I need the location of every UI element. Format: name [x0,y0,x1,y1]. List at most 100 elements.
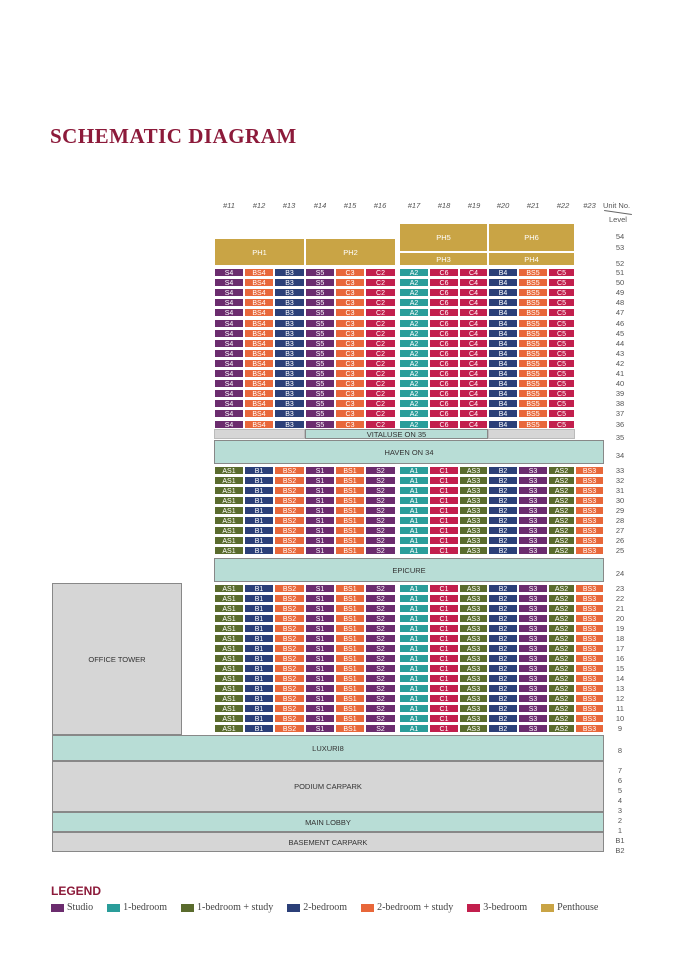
unit-cell[interactable]: C5 [548,338,575,348]
unit-cell[interactable]: C4 [459,369,488,378]
unit-cell[interactable]: B2 [488,584,518,593]
unit-cell[interactable]: S4 [214,348,244,358]
unit-cell[interactable]: BS1 [335,704,365,713]
unit-cell[interactable]: B1 [244,624,274,633]
unit-cell[interactable]: C6 [429,358,459,368]
unit-cell[interactable]: BS2 [274,476,305,485]
unit-cell[interactable]: S1 [305,506,335,515]
unit-cell[interactable]: A1 [399,674,429,683]
unit-cell[interactable]: C6 [429,419,459,429]
unit-cell[interactable]: B3 [274,268,305,277]
unit-cell[interactable]: C1 [429,714,459,723]
unit-cell[interactable]: S1 [305,684,335,693]
unit-cell[interactable]: BS3 [575,644,604,653]
unit-cell[interactable]: S2 [365,466,396,475]
unit-cell[interactable]: S1 [305,634,335,643]
unit-cell[interactable]: BS1 [335,536,365,545]
unit-cell[interactable]: A2 [399,318,429,328]
podium-carpark[interactable]: PODIUM CARPARK [52,761,604,812]
unit-cell[interactable]: S3 [518,694,548,703]
unit-cell[interactable]: S2 [365,614,396,623]
unit-cell[interactable]: S2 [365,624,396,633]
unit-cell[interactable]: BS1 [335,604,365,613]
unit-cell[interactable]: B2 [488,624,518,633]
unit-cell[interactable]: B2 [488,536,518,545]
unit-cell[interactable]: BS5 [518,369,548,378]
unit-cell[interactable]: C6 [429,389,459,399]
unit-cell[interactable]: B1 [244,584,274,593]
unit-cell[interactable]: A1 [399,614,429,623]
unit-cell[interactable]: S4 [214,318,244,328]
unit-cell[interactable]: BS3 [575,506,604,515]
unit-cell[interactable]: B3 [274,318,305,328]
unit-cell[interactable]: C5 [548,399,575,409]
unit-cell[interactable]: S2 [365,506,396,515]
unit-cell[interactable]: BS3 [575,724,604,733]
unit-cell[interactable]: C2 [365,338,396,348]
unit-cell[interactable]: BS3 [575,614,604,623]
unit-cell[interactable]: C4 [459,268,488,277]
unit-cell[interactable]: A1 [399,724,429,733]
unit-cell[interactable]: C1 [429,476,459,485]
unit-cell[interactable]: AS3 [459,486,488,495]
unit-cell[interactable]: A1 [399,516,429,525]
unit-cell[interactable]: AS2 [548,644,575,653]
unit-cell[interactable]: C2 [365,389,396,399]
unit-cell[interactable]: BS4 [244,298,274,308]
unit-cell[interactable]: C2 [365,288,396,298]
unit-cell[interactable]: S2 [365,684,396,693]
unit-cell[interactable]: AS1 [214,654,244,663]
unit-cell[interactable]: S5 [305,379,335,389]
unit-cell[interactable]: S5 [305,399,335,409]
unit-cell[interactable]: AS2 [548,604,575,613]
unit-cell[interactable]: C1 [429,654,459,663]
unit-cell[interactable]: C5 [548,409,575,419]
penthouse-ph5[interactable]: PH5 [399,223,488,252]
unit-cell[interactable]: BS2 [274,516,305,525]
unit-cell[interactable]: BS5 [518,338,548,348]
unit-cell[interactable]: BS3 [575,496,604,505]
unit-cell[interactable]: BS3 [575,674,604,683]
unit-cell[interactable]: S3 [518,526,548,535]
unit-cell[interactable]: A2 [399,308,429,318]
unit-cell[interactable]: BS1 [335,496,365,505]
unit-cell[interactable]: B2 [488,466,518,475]
unit-cell[interactable]: B1 [244,714,274,723]
luxuri8-band[interactable]: LUXURI8 [52,735,604,761]
unit-cell[interactable]: AS2 [548,496,575,505]
unit-cell[interactable]: B1 [244,704,274,713]
unit-cell[interactable]: S4 [214,298,244,308]
unit-cell[interactable]: A1 [399,486,429,495]
unit-cell[interactable]: BS3 [575,546,604,555]
unit-cell[interactable]: C1 [429,526,459,535]
unit-cell[interactable]: S1 [305,516,335,525]
unit-cell[interactable]: A1 [399,634,429,643]
unit-cell[interactable]: C4 [459,278,488,288]
unit-cell[interactable]: AS1 [214,546,244,555]
unit-cell[interactable]: BS2 [274,496,305,505]
unit-cell[interactable]: C1 [429,506,459,515]
unit-cell[interactable]: S3 [518,506,548,515]
unit-cell[interactable]: BS3 [575,516,604,525]
unit-cell[interactable]: A1 [399,714,429,723]
unit-cell[interactable]: AS2 [548,584,575,593]
unit-cell[interactable]: C1 [429,546,459,555]
unit-cell[interactable]: S5 [305,389,335,399]
unit-cell[interactable]: C2 [365,268,396,277]
unit-cell[interactable]: B2 [488,604,518,613]
unit-cell[interactable]: B3 [274,369,305,378]
unit-cell[interactable]: C4 [459,298,488,308]
unit-cell[interactable]: C6 [429,318,459,328]
unit-cell[interactable]: S2 [365,674,396,683]
unit-cell[interactable]: C2 [365,278,396,288]
unit-cell[interactable]: BS1 [335,516,365,525]
unit-cell[interactable]: AS3 [459,614,488,623]
unit-cell[interactable]: C4 [459,409,488,419]
unit-cell[interactable]: S1 [305,536,335,545]
epicure-band[interactable]: EPICURE [214,558,604,582]
unit-cell[interactable]: BS2 [274,664,305,673]
unit-cell[interactable]: S1 [305,526,335,535]
unit-cell[interactable]: S1 [305,584,335,593]
unit-cell[interactable]: A2 [399,278,429,288]
unit-cell[interactable]: B3 [274,288,305,298]
